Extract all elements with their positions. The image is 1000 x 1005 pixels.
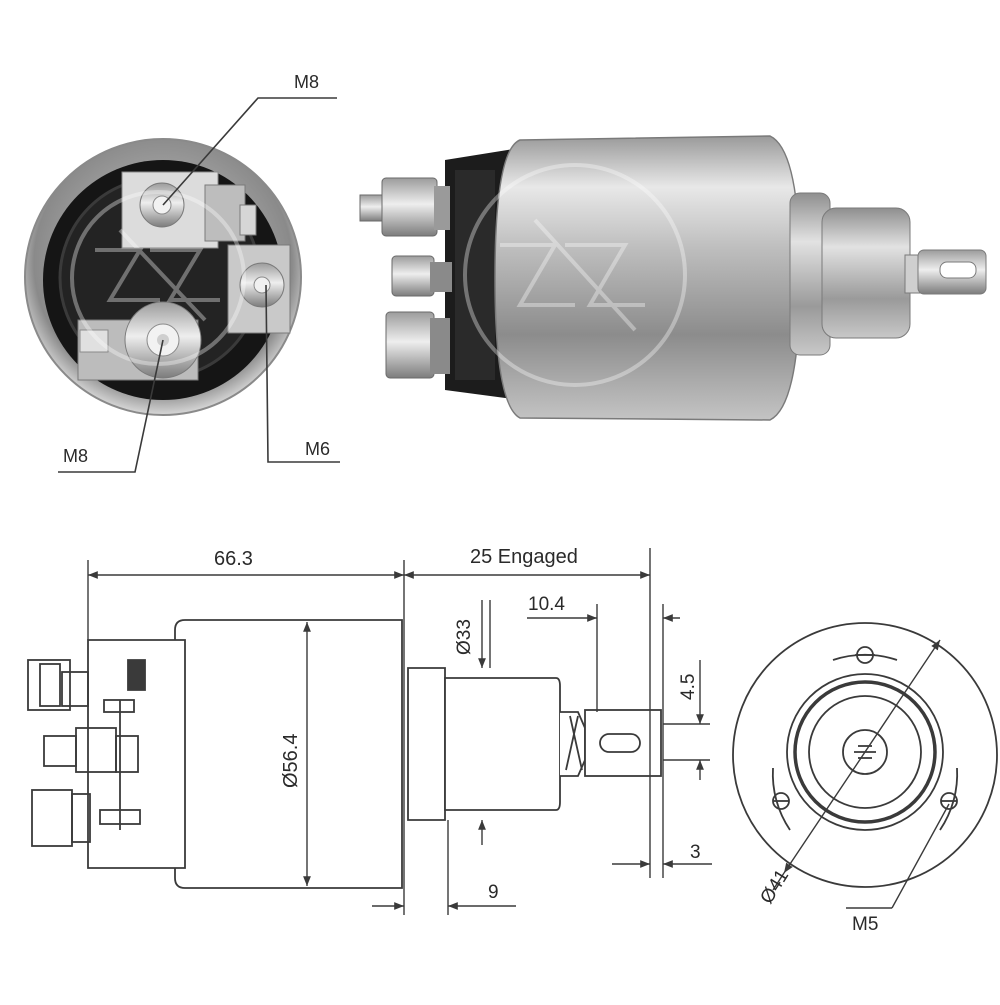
- dim-nose-diameter: Ø33: [454, 619, 475, 655]
- side-drawing: [27, 619, 662, 889]
- callout-m6: M6: [305, 439, 330, 459]
- callout-bottom-m8: M8: [63, 446, 88, 466]
- photo-leaders: [58, 97, 340, 473]
- dim-plunger-travel: 25 Engaged: [470, 546, 578, 568]
- logo-watermark-icon: [463, 163, 687, 387]
- side-stud-top: [359, 177, 450, 237]
- callout-top-m8: M8: [294, 72, 319, 92]
- side-stud-bottom: [385, 311, 450, 379]
- end-view-photo: [24, 138, 302, 416]
- dim-tab-width: 4.5: [678, 674, 699, 700]
- front-drawing: [732, 622, 998, 888]
- side-dimensions: [87, 548, 712, 915]
- side-stud-mid: [391, 255, 452, 297]
- dim-tab-thickness: 3: [690, 842, 701, 863]
- side-view-photo: [359, 135, 987, 421]
- front-dimensions: [772, 639, 950, 909]
- dim-bolt-circle: Ø41: [756, 866, 793, 908]
- dim-mount-screw: M5: [852, 914, 878, 935]
- small-terminal: [227, 204, 291, 334]
- top-terminal: [121, 171, 246, 249]
- dim-body-length: 66.3: [214, 548, 253, 570]
- dim-body-diameter: Ø56.4: [280, 734, 302, 788]
- dim-flange-width: 9: [488, 882, 499, 903]
- dim-tab-offset: 10.4: [528, 594, 565, 615]
